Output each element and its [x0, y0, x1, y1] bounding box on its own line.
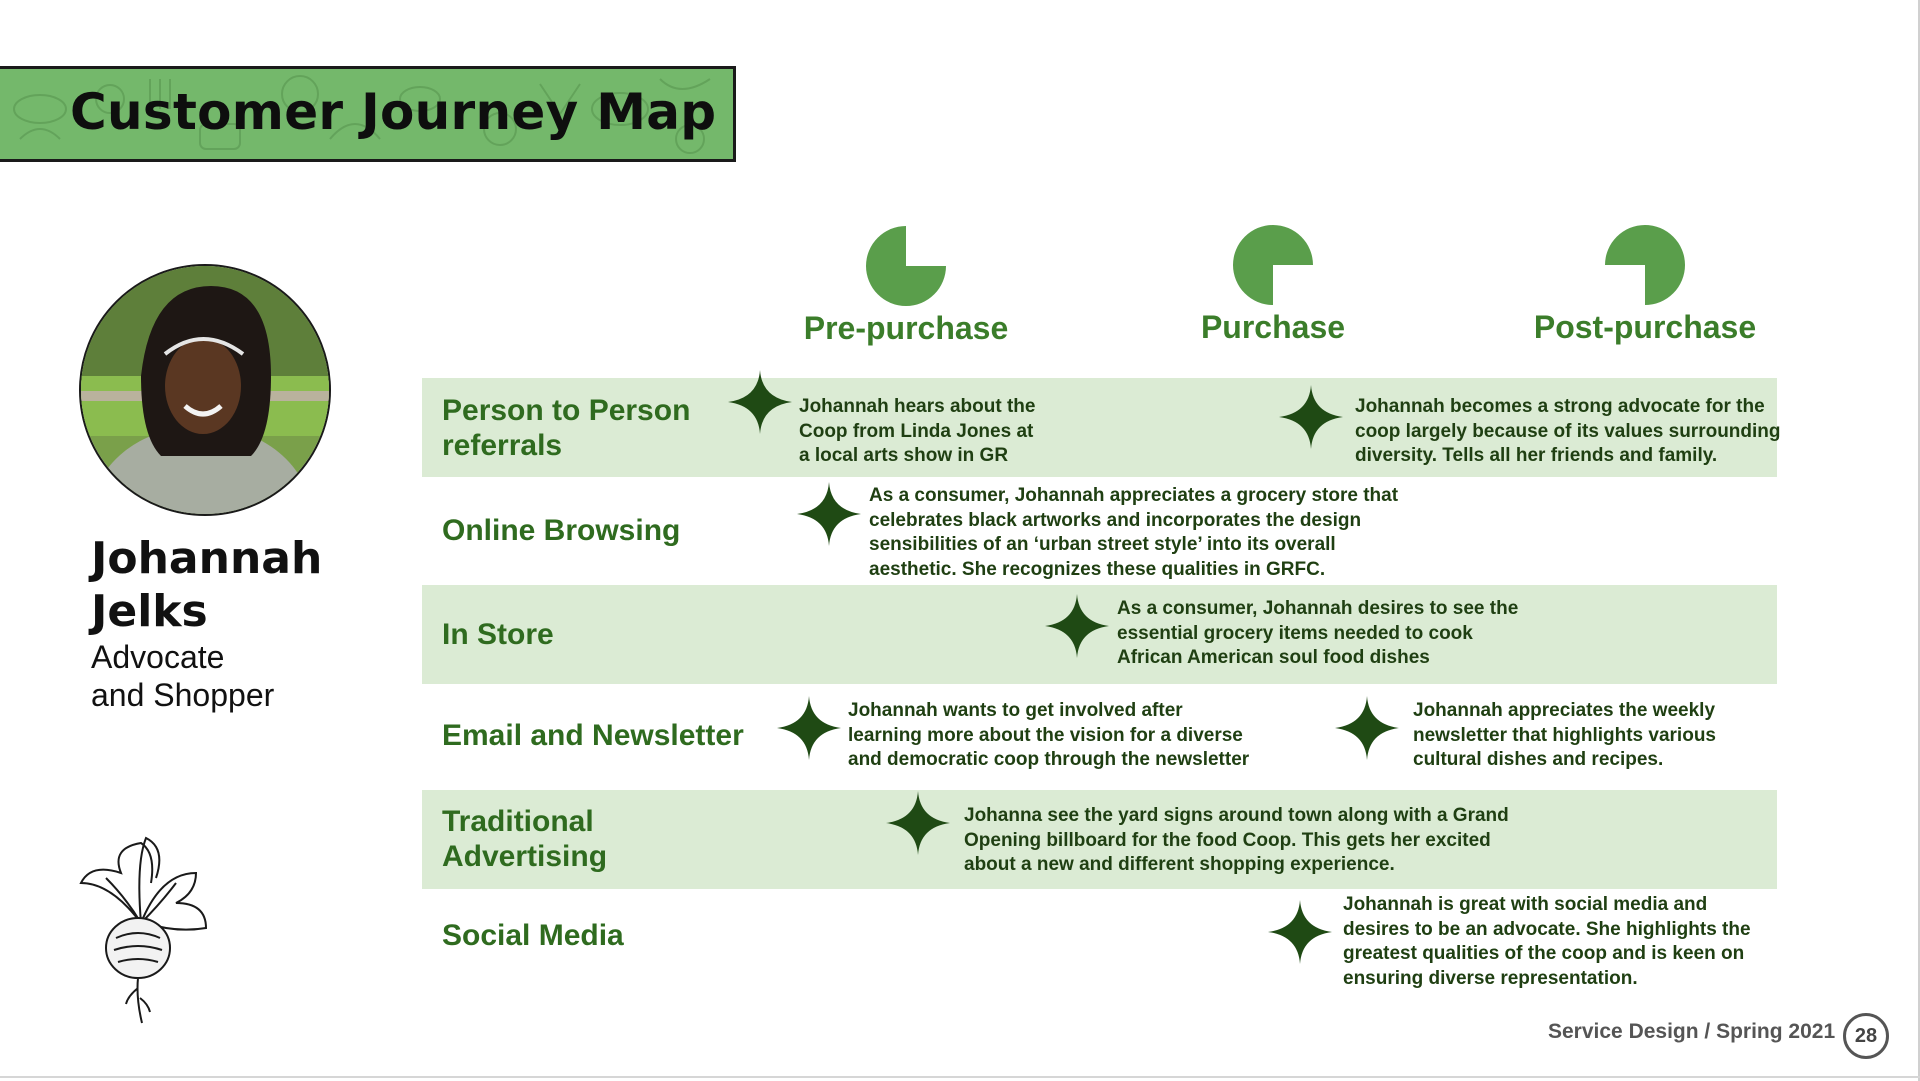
note-line: As a consumer, Johannah desires to see t…	[1117, 598, 1519, 619]
row-traditional-advertising: Traditional Advertising	[422, 790, 1777, 889]
note-line: Johannah becomes a strong advocate for t…	[1355, 396, 1765, 417]
star-marker-icon	[728, 370, 792, 434]
note-email-pre: Johannah wants to get involved after lea…	[848, 699, 1249, 773]
note-in-store: As a consumer, Johannah desires to see t…	[1117, 597, 1518, 671]
persona-role-line2: and Shopper	[91, 677, 275, 713]
persona-name: Johannah Jelks	[91, 532, 322, 638]
title-banner: Customer Journey Map	[0, 66, 736, 162]
note-line: and democratic coop through the newslett…	[848, 749, 1250, 770]
note-line: Johannah is great with social media and	[1343, 894, 1708, 915]
row-in-store: In Store	[422, 585, 1777, 684]
star-marker-icon	[1268, 900, 1332, 964]
note-line: Opening billboard for the food Coop. Thi…	[964, 829, 1491, 851]
row-label-line2: Advertising	[442, 840, 608, 873]
pie-quarter-icon	[1605, 225, 1685, 305]
persona-photo-icon	[81, 266, 329, 514]
row-label: Email and Newsletter	[442, 719, 744, 752]
row-label: Person to Person referrals	[442, 393, 690, 463]
row-label: Online Browsing	[442, 514, 681, 547]
note-line: greatest qualities of the coop and is ke…	[1343, 943, 1745, 964]
row-label-line1: Person to Person	[442, 394, 691, 427]
note-line: learning more about the vision for a div…	[848, 724, 1243, 746]
note-line: ensuring diverse representation.	[1343, 967, 1638, 989]
row-person-to-person: Person to Person referrals	[422, 378, 1777, 477]
page-number: 28	[1843, 1013, 1889, 1059]
note-social-media: Johannah is great with social media and …	[1343, 893, 1751, 991]
food-pattern-background	[13, 75, 711, 154]
row-label: In Store	[442, 618, 554, 651]
pie-three-quarter-icon	[866, 226, 946, 306]
note-line: newsletter that highlights various	[1413, 724, 1716, 746]
note-line: Johanna see the yard signs around town a…	[964, 805, 1509, 826]
note-line: celebrates black artworks and incorporat…	[869, 509, 1362, 531]
note-line: sensibilities of an ‘urban street style’…	[869, 534, 1336, 555]
note-line: Johannah hears about the	[799, 396, 1036, 417]
slide-bottom-edge	[0, 1076, 1920, 1078]
row-social-media: Social Media	[422, 891, 1777, 991]
star-marker-icon	[1045, 594, 1109, 658]
star-marker-icon	[797, 482, 861, 546]
note-line: essential grocery items needed to cook	[1117, 622, 1473, 644]
row-label-line1: Traditional	[442, 805, 594, 838]
note-person-referral-pre: Johannah hears about the Coop from Linda…	[799, 395, 1035, 469]
pie-half-icon	[1233, 225, 1313, 305]
persona-role: Advocate and Shopper	[91, 638, 274, 714]
row-label: Traditional Advertising	[442, 804, 607, 874]
note-line: diversity. Tells all her friends and fam…	[1355, 445, 1718, 466]
star-marker-icon	[1279, 385, 1343, 449]
star-marker-icon	[1335, 696, 1399, 760]
note-line: cultural dishes and recipes.	[1413, 749, 1664, 770]
footer-text: Service Design / Spring 2021	[1548, 1020, 1836, 1043]
stage-purchase: Purchase	[1200, 309, 1346, 345]
note-line: coop largely because of its values surro…	[1355, 420, 1781, 442]
note-line: Johannah wants to get involved after	[848, 700, 1183, 721]
star-marker-icon	[886, 791, 950, 855]
note-line: about a new and different shopping exper…	[964, 854, 1395, 875]
note-line: aesthetic. She recognizes these qualitie…	[869, 558, 1326, 580]
note-line: As a consumer, Johannah appreciates a gr…	[869, 485, 1399, 506]
star-marker-icon	[777, 696, 841, 760]
stage-pre-purchase: Pre-purchase	[803, 310, 1009, 346]
note-traditional-advertising: Johanna see the yard signs around town a…	[964, 804, 1509, 878]
row-label: Social Media	[442, 919, 624, 952]
row-email-newsletter: Email and Newsletter	[422, 686, 1777, 788]
note-line: Johannah appreciates the weekly	[1413, 700, 1716, 721]
stage-post-purchase: Post-purchase	[1533, 309, 1757, 345]
note-person-referral-post: Johannah becomes a strong advocate for t…	[1355, 395, 1781, 469]
persona-last-name: Jelks	[91, 586, 208, 637]
note-line: Coop from Linda Jones at	[799, 420, 1034, 442]
page-title: Customer Journey Map	[70, 83, 717, 141]
row-online-browsing: Online Browsing	[422, 479, 1777, 583]
note-line: a local arts show in GR	[799, 445, 1009, 466]
beet-illustration-icon	[79, 836, 208, 1024]
avatar	[79, 264, 331, 516]
note-line: African American soul food dishes	[1117, 647, 1430, 668]
slide-edge	[1918, 0, 1920, 1081]
note-line: desires to be an advocate. She highlight…	[1343, 918, 1751, 940]
persona-first-name: Johannah	[91, 533, 323, 584]
note-online-browsing: As a consumer, Johannah appreciates a gr…	[869, 484, 1398, 582]
row-label-line2: referrals	[442, 429, 563, 462]
note-email-post: Johannah appreciates the weekly newslett…	[1413, 699, 1716, 773]
persona-role-line1: Advocate	[91, 639, 225, 675]
